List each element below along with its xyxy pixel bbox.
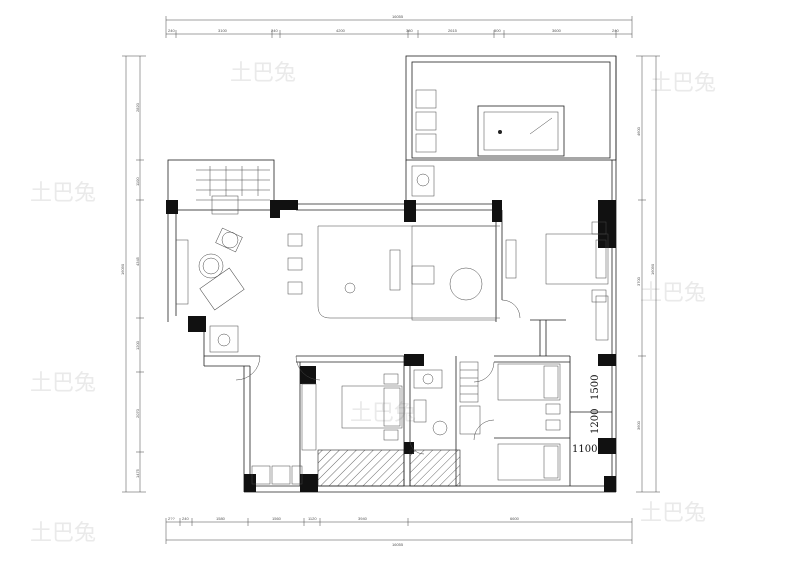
billiard-table bbox=[477, 105, 565, 157]
bottom-dim-seg: 1120 bbox=[308, 516, 317, 521]
top-dim-seg: 4200 bbox=[336, 28, 346, 33]
top-dim-seg: 240 bbox=[612, 28, 619, 33]
staircase bbox=[196, 166, 270, 215]
right-total-dim: 16090 bbox=[650, 263, 655, 275]
watermark-text: 土巴兔 bbox=[30, 520, 96, 545]
watermark-text: 土巴兔 bbox=[230, 60, 296, 85]
bedroom-4 bbox=[497, 443, 561, 481]
top-dim-seg: 3100 bbox=[218, 28, 228, 33]
watermark-text: 土巴兔 bbox=[350, 400, 416, 425]
right-dim-seg: 4600 bbox=[636, 126, 641, 136]
lounge-furniture bbox=[175, 227, 303, 311]
bottom-dim-seg: 240 bbox=[182, 516, 189, 521]
left-dim-seg: 1100 bbox=[135, 177, 140, 186]
top-dim-seg: 2615 bbox=[448, 28, 458, 33]
room-dim-1200: 1200 bbox=[590, 409, 601, 434]
watermark-text: 土巴兔 bbox=[640, 500, 706, 525]
top-total-dim: 16055 bbox=[392, 14, 404, 19]
top-dim-seg: 240 bbox=[271, 28, 278, 33]
structural-columns bbox=[166, 200, 616, 492]
bedroom-3 bbox=[497, 363, 561, 431]
bottom-dimension-chain: 2?? 240 1580 1560 1120 3940 6600 16055 bbox=[165, 516, 633, 547]
bottom-total-dim: 16055 bbox=[392, 542, 404, 547]
left-dim-seg: 2820 bbox=[135, 102, 140, 112]
top-dim-seg: 380 bbox=[406, 28, 413, 33]
game-room-seats bbox=[411, 89, 437, 197]
door-swings bbox=[235, 299, 521, 455]
top-dim-seg: 500 bbox=[494, 28, 501, 33]
right-dim-seg: 3600 bbox=[636, 420, 641, 430]
master-bedroom bbox=[505, 221, 609, 341]
balcony-left-hatch bbox=[317, 449, 405, 487]
bottom-dim-seg: 3940 bbox=[358, 516, 368, 521]
left-dim-seg: 2070 bbox=[135, 408, 140, 418]
top-dim-seg: 240 bbox=[168, 28, 175, 33]
top-dim-seg: 3600 bbox=[552, 28, 562, 33]
building-outline bbox=[167, 55, 617, 493]
right-dimension-chain: 16090 4600 3700 3600 bbox=[636, 55, 660, 493]
right-dim-seg: 3700 bbox=[636, 276, 641, 286]
watermark-text: 土巴兔 bbox=[640, 280, 706, 305]
top-dimension-chain: 16055 240 3100 240 4200 380 2615 500 360… bbox=[165, 14, 633, 38]
left-total-dim: 16090 bbox=[120, 263, 125, 275]
watermark-text: 土巴兔 bbox=[30, 180, 96, 205]
bedroom-2 bbox=[301, 373, 403, 451]
watermark-layer: 土巴兔 土巴兔 土巴兔 土巴兔 土巴兔 土巴兔 土巴兔 土巴兔 bbox=[30, 60, 716, 545]
bottom-dim-seg: 2?? bbox=[168, 516, 175, 521]
bottom-dim-seg: 1560 bbox=[272, 516, 282, 521]
left-dim-seg: 1475 bbox=[135, 468, 140, 478]
room-dim-1500: 1500 bbox=[590, 375, 601, 400]
left-dimension-chain: 16090 2820 1100 4345 1200 2070 1475 bbox=[120, 55, 146, 493]
entry-cabinets bbox=[251, 465, 303, 485]
bathroom-fixtures bbox=[209, 325, 481, 436]
left-dim-seg: 4345 bbox=[135, 256, 140, 266]
left-dim-seg: 1200 bbox=[135, 340, 140, 350]
balcony-right-hatch bbox=[409, 449, 461, 487]
watermark-text: 土巴兔 bbox=[650, 70, 716, 95]
bottom-dim-seg: 1580 bbox=[216, 516, 226, 521]
watermark-text: 土巴兔 bbox=[30, 370, 96, 395]
kitchen-area bbox=[317, 225, 500, 321]
bottom-dim-seg: 6600 bbox=[510, 516, 520, 521]
room-dim-1100: 1100 bbox=[572, 444, 597, 455]
